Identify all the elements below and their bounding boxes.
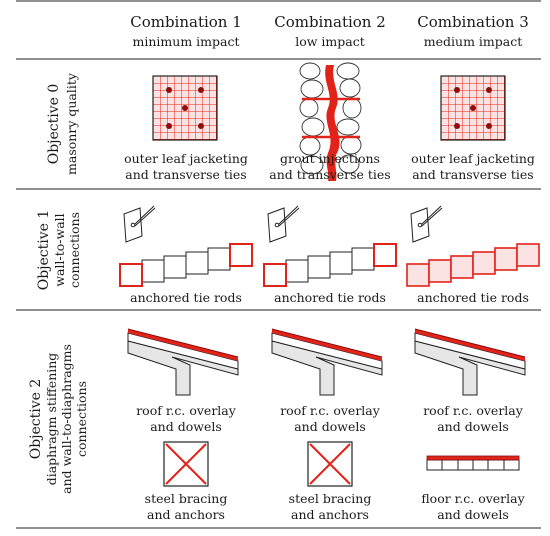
- obj0-col3-label-2: and transverse ties: [412, 167, 533, 182]
- table-grid: [16, 0, 541, 529]
- svg-text:Objective 2: Objective 2: [28, 379, 44, 460]
- floor-overlay-icon: [426, 455, 520, 471]
- svg-text:and wall-to-diaphragms: and wall-to-diaphragms: [59, 344, 74, 494]
- svg-text:connections: connections: [74, 381, 89, 457]
- obj2-top-col1-label-1: roof r.c. overlay: [136, 403, 237, 418]
- obj1-col2-label: anchored tie rods: [274, 290, 386, 305]
- obj0-col2-label-1: grout injections: [280, 151, 380, 166]
- tie-rod-icon: [119, 205, 253, 287]
- obj2-top-col2-label-2: and dowels: [294, 419, 366, 434]
- obj0-col2-label-2: and transverse ties: [269, 167, 390, 182]
- svg-text:Objective 0: Objective 0: [46, 84, 62, 165]
- svg-text:connections: connections: [67, 212, 82, 288]
- obj2-bottom-col3-label-1: floor r.c. overlay: [421, 491, 525, 506]
- row-header-obj1: Objective 1 wall-to-wall connections: [36, 210, 82, 291]
- obj2-bottom-col2-label-2: and anchors: [291, 507, 369, 522]
- obj2-top-col2-label-1: roof r.c. overlay: [280, 403, 381, 418]
- obj2-bottom-col1-label-1: steel bracing: [145, 491, 228, 506]
- obj2-top-col3-label-1: roof r.c. overlay: [423, 403, 524, 418]
- obj2-top-col1-label-2: and dowels: [150, 419, 222, 434]
- jacketing-icon: [152, 75, 218, 141]
- tie-rod-icon: [406, 205, 540, 287]
- steel-bracing-icon: [163, 441, 209, 487]
- obj1-col1-label: anchored tie rods: [130, 290, 242, 305]
- svg-text:diaphragm stiffening: diaphragm stiffening: [44, 353, 59, 486]
- obj0-col1-label-2: and transverse ties: [125, 167, 246, 182]
- obj2-bottom-col1-label-2: and anchors: [147, 507, 225, 522]
- obj1-col3-label: anchored tie rods: [417, 290, 529, 305]
- roof-overlay-icon: [271, 328, 383, 396]
- obj2-top-col3-label-2: and dowels: [437, 419, 509, 434]
- col1-subtitle: minimum impact: [133, 34, 240, 49]
- roof-overlay-icon: [414, 328, 526, 396]
- col3-title: Combination 3: [417, 13, 529, 31]
- row-header-obj0: Objective 0 masonry quality: [46, 72, 79, 175]
- col3-subtitle: medium impact: [424, 34, 522, 49]
- column-headers: Combination 1 minimum impact Combination…: [130, 13, 529, 49]
- obj2-bottom-col3-label-2: and dowels: [437, 507, 509, 522]
- roof-overlay-icon: [127, 328, 239, 396]
- obj0-col1-label-1: outer leaf jacketing: [124, 151, 248, 166]
- svg-text:masonry quality: masonry quality: [64, 72, 79, 175]
- obj0-col3-label-1: outer leaf jacketing: [411, 151, 535, 166]
- tie-rod-icon: [263, 205, 397, 287]
- obj2-bottom-col2-label-1: steel bracing: [289, 491, 372, 506]
- col2-subtitle: low impact: [295, 34, 365, 49]
- col2-title: Combination 2: [274, 13, 386, 31]
- grout-injection-icon: [299, 62, 362, 181]
- row-header-obj2: Objective 2 diaphragm stiffening and wal…: [28, 344, 89, 494]
- jacketing-icon: [440, 75, 506, 141]
- steel-bracing-icon: [307, 441, 353, 487]
- col1-title: Combination 1: [130, 13, 242, 31]
- svg-text:wall-to-wall: wall-to-wall: [52, 213, 67, 286]
- svg-text:Objective 1: Objective 1: [36, 210, 52, 291]
